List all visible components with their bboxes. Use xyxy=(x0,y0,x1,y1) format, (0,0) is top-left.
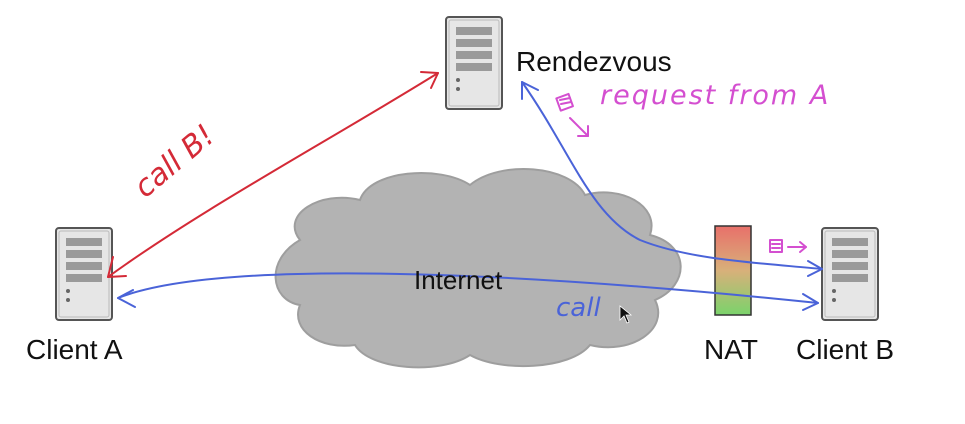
internet-label: Internet xyxy=(414,265,503,295)
red-arrow-call-b xyxy=(107,71,439,278)
blue-arrow-rendezvous-client-b xyxy=(521,81,823,277)
blue-arrow-call xyxy=(117,272,819,311)
rendezvous-server-icon xyxy=(445,16,503,110)
request-from-a-annotation: request from A xyxy=(600,80,831,111)
packet-icon-request xyxy=(555,92,589,137)
client-a-server-icon xyxy=(55,227,113,321)
client-b-label: Client B xyxy=(796,334,895,365)
client-b-server-icon xyxy=(821,227,879,321)
rendezvous-label: Rendezvous xyxy=(516,46,672,77)
nat-box xyxy=(714,225,752,316)
nat-label: NAT xyxy=(704,334,758,365)
packet-icon-forward xyxy=(769,239,807,253)
internet-cloud xyxy=(274,168,682,369)
call-annotation: call xyxy=(556,293,601,323)
client-a-label: Client A xyxy=(26,334,123,365)
mouse-cursor-icon xyxy=(619,305,633,324)
